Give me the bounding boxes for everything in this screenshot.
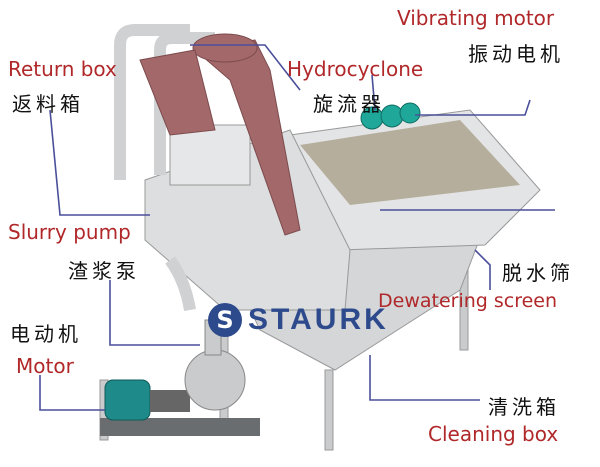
label-return-box-zh: 返料箱 (12, 92, 84, 116)
label-dewatering-screen-zh: 脱水筛 (502, 261, 574, 285)
label-motor-zh: 电动机 (10, 322, 82, 346)
leader-lines (39, 44, 555, 411)
label-return-box-en: Return box (8, 57, 117, 81)
pump-and-motor (100, 319, 260, 436)
logo-text: STAURK (248, 303, 389, 336)
label-hydrocyclone-zh: 旋流器 (313, 92, 385, 116)
label-dewatering-screen-en: Dewatering screen (378, 290, 558, 312)
label-cleaning-box-zh: 清洗箱 (488, 395, 560, 419)
label-vibrating-motor-zh: 振动电机 (468, 42, 564, 66)
label-vibrating-motor-en: Vibrating motor (397, 6, 555, 30)
label-slurry-pump-zh: 渣浆泵 (68, 259, 140, 283)
label-cleaning-box-en: Cleaning box (428, 422, 559, 446)
logo-mark: S (208, 303, 242, 337)
return-box (169, 124, 251, 186)
vibrating-motors (360, 102, 421, 130)
label-slurry-pump-en: Slurry pump (8, 220, 131, 244)
label-motor-en: Motor (16, 354, 74, 378)
staurk-logo: S STAURK (208, 303, 389, 337)
hydrocyclone (139, 33, 301, 236)
label-hydrocyclone-en: Hydrocyclone (287, 57, 424, 81)
pipes (114, 24, 215, 312)
